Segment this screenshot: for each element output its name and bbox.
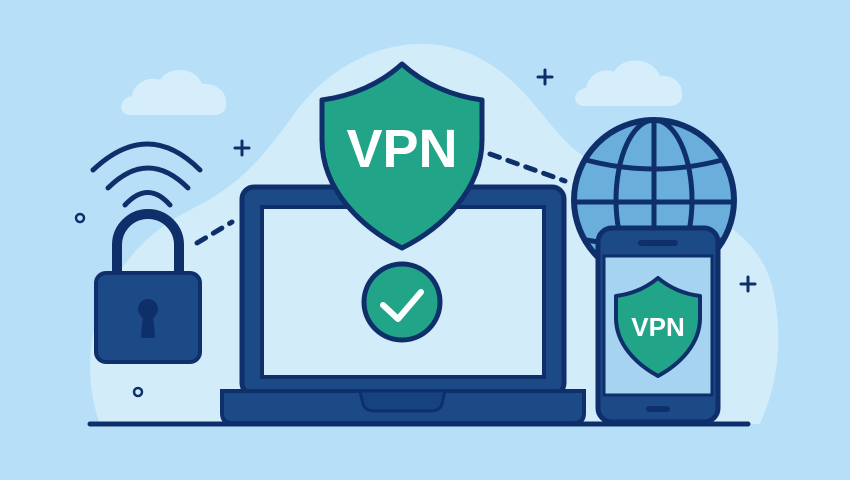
check-circle-icon [361, 261, 443, 343]
phone-vpn-shield: VPN [614, 276, 702, 378]
plus-icon [536, 68, 554, 86]
plus-icon [233, 139, 251, 157]
plus-icon [739, 275, 757, 293]
circle-dot [132, 386, 144, 398]
phone-shield-label: VPN [631, 312, 684, 342]
dashed-connector-globe [487, 151, 568, 184]
dashed-connector-lock [194, 219, 235, 246]
circle-dot [74, 212, 86, 224]
cloud-icon-left [121, 69, 227, 115]
wifi-icon [90, 141, 203, 208]
main-vpn-shield: VPN [319, 61, 485, 251]
main-shield-label: VPN [346, 119, 457, 179]
cloud-icon-right [575, 60, 683, 106]
lock-icon [94, 209, 202, 364]
